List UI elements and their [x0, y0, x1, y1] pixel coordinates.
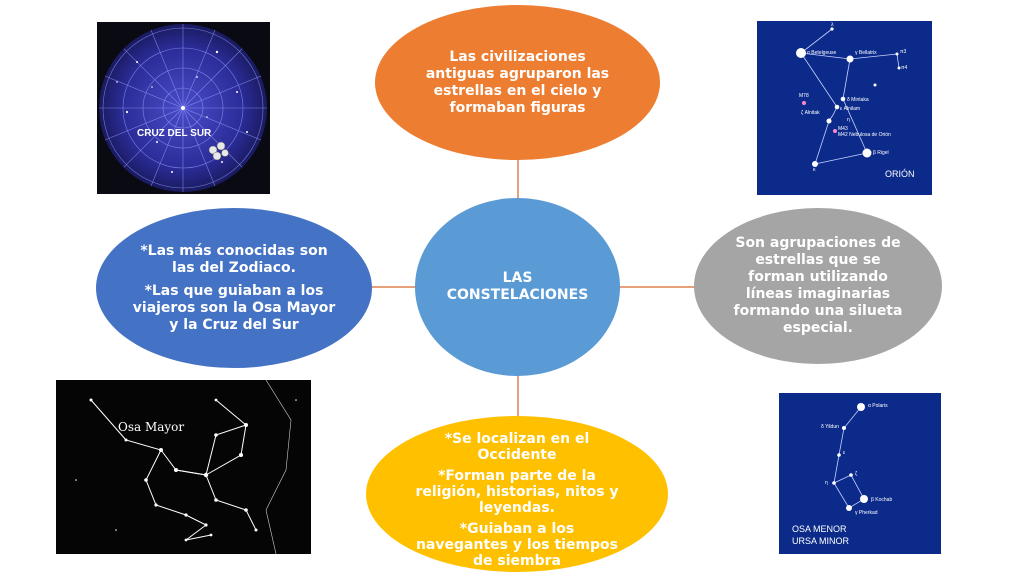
osa-menor-graphic: [832, 403, 868, 511]
orion-image: α Betelgeuse γ Bellatrix M78 δ Mintaka ε…: [757, 21, 932, 195]
orion-star-3: M78: [799, 93, 809, 99]
osa-menor-star-6: β Kochab: [871, 497, 893, 503]
osa-menor-star-5: η: [825, 480, 828, 486]
orion-star-12: π3: [900, 49, 907, 55]
bottom-node-line-1: *Se localizan en el Occidente: [444, 431, 590, 463]
orion-star-1: α Betelgeuse: [807, 50, 837, 56]
bottom-node: *Se localizan en el Occidente *Forman pa…: [366, 416, 668, 572]
osa-mayor-graphic: [75, 380, 297, 554]
top-node-text: Las civilizaciones antiguas agruparon la…: [425, 48, 610, 116]
cruz-del-sur-image: CRUZ DEL SUR: [97, 22, 270, 194]
orion-star-4: δ Mintaka: [847, 97, 869, 103]
osa-mayor-image: Osa Mayor: [56, 380, 311, 554]
osa-mayor-caption: Osa Mayor: [118, 420, 185, 434]
orion-caption: ORIÓN: [885, 169, 915, 179]
connector-top: [517, 158, 519, 200]
osa-menor-image: α Polaris δ Yildun ε ζ η β Kochab γ Pher…: [779, 393, 941, 554]
center-node-label: LAS CONSTELACIONES: [446, 270, 589, 303]
orion-star-10: κ: [813, 167, 816, 173]
connector-bottom: [517, 375, 519, 419]
orion-star-13: π4: [901, 65, 908, 71]
osa-menor-star-7: γ Pherkad: [855, 510, 878, 516]
osa-menor-star-2: δ Yildun: [821, 424, 839, 430]
orion-star-6: ζ Alnitak: [801, 110, 820, 116]
osa-menor-star-3: ε: [843, 450, 846, 456]
left-node: *Las más conocidas son las del Zodiaco. …: [96, 208, 372, 368]
connector-left: [370, 286, 420, 288]
osa-menor-caption-1: OSA MENOR: [792, 524, 847, 534]
orion-star-5: ε Alnilam: [840, 106, 861, 112]
orion-star-11: λ: [831, 22, 834, 28]
left-node-line-1: *Las más conocidas son las del Zodiaco.: [140, 242, 328, 276]
bottom-node-line-3: *Guiaban a los navegantes y los tiempos …: [415, 521, 619, 569]
orion-star-9: β Rigel: [873, 150, 889, 156]
top-node: Las civilizaciones antiguas agruparon la…: [375, 5, 660, 160]
planisphere-graphic: [99, 24, 267, 192]
orion-star-8: M42 Nebulosa de Orión: [838, 132, 891, 138]
osa-menor-star-4: ζ: [855, 471, 858, 477]
orion-star-7: M43: [838, 126, 848, 132]
cruz-del-sur-caption: CRUZ DEL SUR: [137, 128, 212, 139]
connector-right: [618, 286, 698, 288]
left-node-line-2: *Las que guiaban a los viajeros son la O…: [132, 282, 336, 333]
osa-menor-caption-2: URSA MINOR: [792, 536, 850, 546]
center-node: LAS CONSTELACIONES: [415, 198, 620, 376]
orion-star-2: γ Bellatrix: [855, 50, 877, 56]
right-node-text: Son agrupaciones de estrellas que se for…: [733, 235, 903, 336]
right-node: Son agrupaciones de estrellas que se for…: [694, 208, 942, 364]
orion-star-14: η: [847, 117, 850, 123]
bottom-node-line-2: *Forman parte de la religión, historias,…: [415, 468, 619, 516]
osa-menor-star-1: α Polaris: [868, 403, 888, 409]
orion-graphic: [796, 27, 901, 167]
